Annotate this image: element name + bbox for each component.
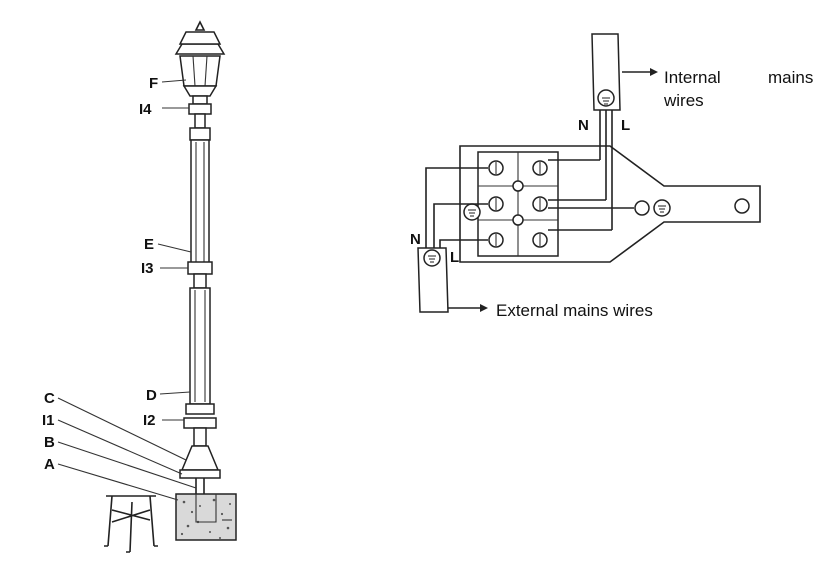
- n-top-label: N: [578, 117, 589, 134]
- label-d: D: [146, 387, 157, 404]
- mounting-plate: [459, 145, 761, 263]
- n-bottom-label: N: [410, 231, 421, 248]
- plate-screw-hole: [734, 198, 750, 214]
- anchor-cage: [104, 495, 158, 553]
- internal-label-line1: Internal: [664, 68, 721, 87]
- label-c: C: [44, 390, 55, 407]
- connector-i4: [188, 103, 212, 141]
- label-f: F: [149, 75, 158, 92]
- base-flange: [179, 469, 221, 479]
- collar-i2: [185, 403, 215, 415]
- label-a: A: [44, 456, 55, 473]
- internal-cable: [591, 33, 658, 230]
- label-e: E: [144, 236, 154, 253]
- collar-ring: [183, 417, 217, 429]
- label-i3: I3: [141, 260, 154, 277]
- l-bottom-label: L: [450, 249, 459, 266]
- external-earth-terminal: [423, 249, 441, 267]
- terminal-block: [477, 151, 559, 257]
- coupler-i3: [187, 261, 213, 275]
- concrete-footing-a: [175, 493, 237, 541]
- pole-section-d: [189, 287, 211, 405]
- plate-earth-terminal: [463, 203, 481, 221]
- label-i2: I2: [143, 412, 156, 429]
- external-cable: [417, 167, 488, 313]
- leader-lines: [57, 79, 197, 501]
- label-i4: I4: [139, 101, 152, 118]
- label-i1: I1: [42, 412, 55, 429]
- l-top-label: L: [621, 117, 630, 134]
- internal-label-mains: mains: [768, 68, 813, 87]
- external-label: External mains wires: [496, 301, 653, 320]
- wiring-diagram: [417, 33, 761, 313]
- earth-lug: [634, 200, 650, 216]
- coupler-neck: [193, 273, 207, 289]
- label-b: B: [44, 434, 55, 451]
- lantern-head: [174, 20, 226, 105]
- pole-base-neck: [193, 427, 207, 447]
- internal-label-line2: wires: [663, 91, 704, 110]
- earth-lug-2: [653, 199, 671, 217]
- lamp-post: [104, 20, 237, 553]
- base-cover-c: [180, 445, 220, 471]
- pole-section-e: [190, 139, 210, 265]
